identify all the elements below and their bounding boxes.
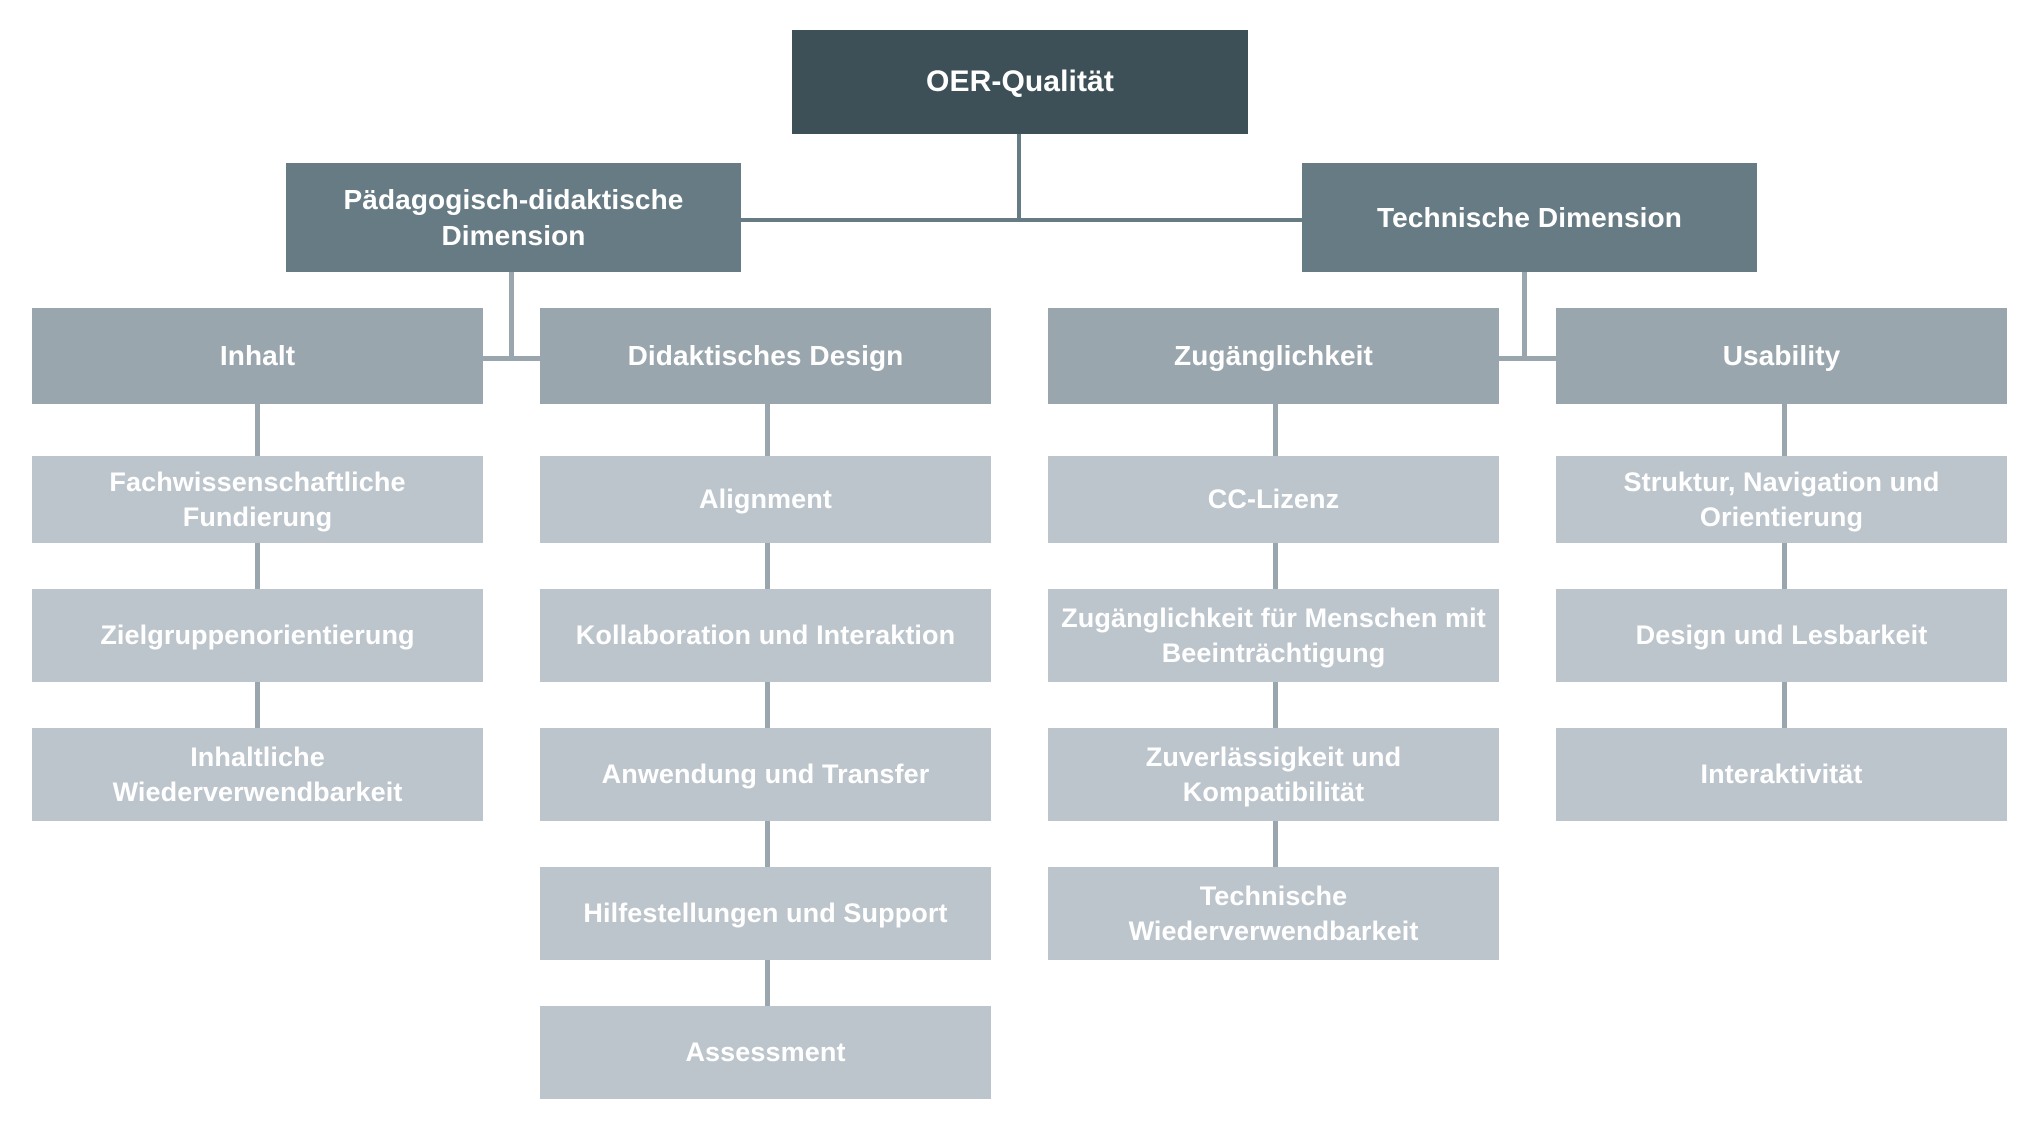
node-inhalt[interactable]: Inhalt bbox=[32, 308, 483, 404]
connector-usability-2 bbox=[1782, 543, 1787, 589]
node-label: Inhaltliche Wiederverwendbarkeit bbox=[112, 742, 403, 807]
connector-didaktisches-1 bbox=[765, 404, 770, 456]
node-label: Anwendung und Transfer bbox=[601, 759, 930, 790]
node-technische-wiederverwendbarkeit[interactable]: Technische Wiederverwendbarkeit bbox=[1048, 867, 1499, 960]
node-interaktivitaet[interactable]: Interaktivität bbox=[1556, 728, 2007, 821]
node-struktur-navigation-und-orientierung[interactable]: Struktur, Navigation und Orientierung bbox=[1556, 456, 2007, 543]
node-technische-dimension[interactable]: Technische Dimension bbox=[1302, 163, 1757, 272]
node-label: Fachwissenschaftliche Fundierung bbox=[109, 467, 406, 532]
connector-didaktisches-2 bbox=[765, 543, 770, 589]
connector-pedagogical-stem bbox=[509, 272, 514, 360]
node-zugaenglichkeit-fuer-menschen-mit-beeintraechtigung[interactable]: Zugänglichkeit für Menschen mit Beeinträ… bbox=[1048, 589, 1499, 682]
node-alignment[interactable]: Alignment bbox=[540, 456, 991, 543]
node-label: Technische Dimension bbox=[1377, 201, 1682, 233]
node-label: Inhalt bbox=[219, 340, 296, 372]
node-label: Zuverlässigkeit und Kompatibilität bbox=[1145, 742, 1402, 807]
node-zuverlaessigkeit-und-kompatibilitaet[interactable]: Zuverlässigkeit und Kompatibilität bbox=[1048, 728, 1499, 821]
node-label: Usability bbox=[1722, 340, 1841, 372]
connector-dimension-bus bbox=[736, 218, 1306, 222]
node-label: Interaktivität bbox=[1700, 759, 1863, 790]
connector-zugaenglichkeit-3 bbox=[1273, 682, 1278, 728]
node-paedagogisch-didaktische-dimension[interactable]: Pädagogisch-didaktische Dimension bbox=[286, 163, 741, 272]
node-label: Didaktisches Design bbox=[627, 340, 904, 372]
connector-zugaenglichkeit-4 bbox=[1273, 821, 1278, 867]
node-label: Zugänglichkeit für Menschen mit Beeinträ… bbox=[1061, 603, 1486, 668]
connector-usability-3 bbox=[1782, 682, 1787, 728]
node-label: Assessment bbox=[685, 1037, 846, 1068]
node-zugaenglichkeit[interactable]: Zugänglichkeit bbox=[1048, 308, 1499, 404]
node-label: Design und Lesbarkeit bbox=[1635, 620, 1928, 651]
node-hilfestellungen-und-support[interactable]: Hilfestellungen und Support bbox=[540, 867, 991, 960]
node-assessment[interactable]: Assessment bbox=[540, 1006, 991, 1099]
node-label: Struktur, Navigation und Orientierung bbox=[1623, 467, 1940, 532]
connector-zugaenglichkeit-2 bbox=[1273, 543, 1278, 589]
connector-inhalt-3 bbox=[255, 682, 260, 728]
node-anwendung-und-transfer[interactable]: Anwendung und Transfer bbox=[540, 728, 991, 821]
node-didaktisches-design[interactable]: Didaktisches Design bbox=[540, 308, 991, 404]
node-usability[interactable]: Usability bbox=[1556, 308, 2007, 404]
connector-didaktisches-4 bbox=[765, 821, 770, 867]
connector-root-stem bbox=[1017, 134, 1021, 222]
node-label: Technische Wiederverwendbarkeit bbox=[1128, 881, 1419, 946]
node-label: Zielgruppenorientierung bbox=[100, 620, 415, 651]
node-fachwissenschaftliche-fundierung[interactable]: Fachwissenschaftliche Fundierung bbox=[32, 456, 483, 543]
node-label: OER-Qualität bbox=[926, 64, 1114, 98]
node-design-und-lesbarkeit[interactable]: Design und Lesbarkeit bbox=[1556, 589, 2007, 682]
node-oer-qualitaet[interactable]: OER-Qualität bbox=[792, 30, 1248, 134]
connector-inhalt-1 bbox=[255, 404, 260, 456]
node-label: Alignment bbox=[699, 484, 832, 515]
connector-inhalt-2 bbox=[255, 543, 260, 589]
node-zielgruppenorientierung[interactable]: Zielgruppenorientierung bbox=[32, 589, 483, 682]
node-label: CC-Lizenz bbox=[1207, 484, 1340, 515]
connector-pedagogical-bus bbox=[430, 356, 595, 361]
node-label: Pädagogisch-didaktische Dimension bbox=[343, 183, 684, 251]
node-cc-lizenz[interactable]: CC-Lizenz bbox=[1048, 456, 1499, 543]
node-label: Kollaboration und Interaktion bbox=[575, 620, 956, 651]
connector-technical-bus bbox=[1443, 356, 1608, 361]
connector-didaktisches-3 bbox=[765, 682, 770, 728]
node-label: Zugänglichkeit bbox=[1174, 340, 1373, 372]
node-inhaltliche-wiederverwendbarkeit[interactable]: Inhaltliche Wiederverwendbarkeit bbox=[32, 728, 483, 821]
node-kollaboration-und-interaktion[interactable]: Kollaboration und Interaktion bbox=[540, 589, 991, 682]
connector-technical-stem bbox=[1522, 272, 1527, 360]
connector-didaktisches-5 bbox=[765, 960, 770, 1006]
connector-zugaenglichkeit-1 bbox=[1273, 404, 1278, 456]
connector-usability-1 bbox=[1782, 404, 1787, 456]
node-label: Hilfestellungen und Support bbox=[583, 898, 948, 929]
